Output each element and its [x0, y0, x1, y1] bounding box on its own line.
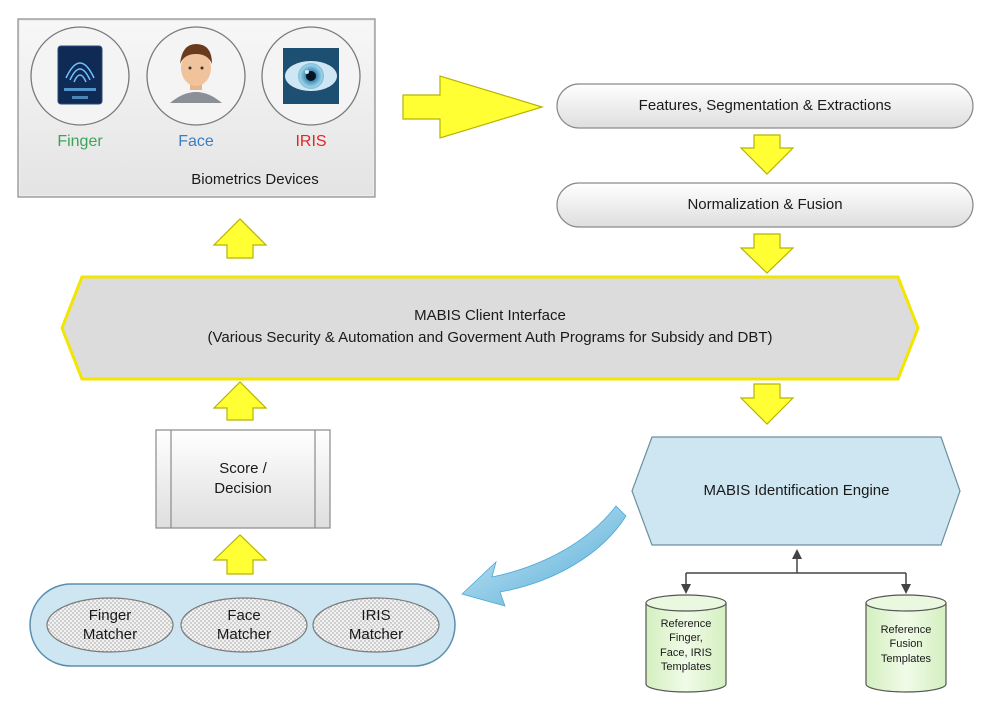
- finger-matcher-line-2: Matcher: [82, 625, 138, 643]
- score-decision-line-1: Score /: [219, 460, 267, 477]
- score-decision-label: Score / Decision: [171, 459, 315, 500]
- engine-database-connector: [681, 549, 911, 594]
- iris-device-label: IRIS: [295, 133, 327, 150]
- face-device-label: Face: [178, 133, 214, 150]
- normalization-step-box: [556, 182, 974, 228]
- db2-line-3: Templates: [880, 652, 932, 665]
- score-decision-box: [155, 429, 331, 529]
- fusion-templates-db: [865, 594, 947, 693]
- iris-matcher-line-1: IRIS: [361, 607, 391, 624]
- arrow-matchers-to-score: [212, 534, 268, 575]
- finger-device-label: Finger: [57, 133, 103, 150]
- face-matcher-line-1: Face: [227, 607, 261, 624]
- client-interface-banner: [60, 275, 920, 381]
- db1-line-2: Finger,: [669, 632, 703, 645]
- features-step-box: [556, 83, 974, 129]
- finger-matcher-line-1: Finger: [88, 607, 132, 624]
- arrow-client-to-devices: [212, 218, 268, 259]
- finger-face-iris-templates-label: Reference Finger, Face, IRIS Templates: [646, 617, 726, 674]
- finger-matcher-label: Finger Matcher: [60, 607, 160, 645]
- face-matcher-line-2: Matcher: [216, 625, 272, 643]
- identification-engine-label: MABIS Identification Engine: [703, 481, 890, 499]
- client-interface-subtitle: (Various Security & Automation and Gover…: [207, 329, 773, 346]
- iris-matcher-node: [312, 597, 440, 653]
- iris-matcher-label: IRIS Matcher: [326, 607, 426, 645]
- features-step-label: Features, Segmentation & Extractions: [638, 96, 892, 114]
- arrow-score-to-client: [212, 381, 268, 421]
- db2-line-1: Reference: [880, 624, 932, 636]
- biometrics-devices-label: Biometrics Devices: [191, 171, 319, 188]
- score-decision-line-2: Decision: [214, 480, 272, 498]
- arrow-client-to-engine: [739, 383, 795, 425]
- db1-line-1: Reference: [660, 618, 712, 630]
- iris-matcher-line-2: Matcher: [348, 625, 404, 643]
- arrow-engine-to-matchers: [461, 505, 627, 607]
- identification-engine-box: [631, 436, 961, 546]
- db1-line-3: Face, IRIS: [660, 646, 712, 659]
- client-interface-title: MABIS Client Interface: [414, 307, 566, 324]
- finger-matcher-node: [46, 597, 174, 653]
- db1-line-4: Templates: [660, 660, 712, 673]
- arrow-features-to-normalization: [739, 134, 795, 175]
- normalization-step-label: Normalization & Fusion: [687, 195, 843, 213]
- finger-device-icon: [30, 26, 130, 126]
- face-matcher-node: [180, 597, 308, 653]
- arrow-normalization-to-client: [739, 233, 795, 274]
- face-device-icon: [146, 26, 246, 126]
- iris-device-icon: [261, 26, 361, 126]
- arrow-devices-to-features: [402, 75, 545, 139]
- fusion-templates-label: Reference Fusion Templates: [866, 623, 946, 666]
- db2-line-2: Fusion: [889, 638, 923, 651]
- face-matcher-label: Face Matcher: [194, 607, 294, 645]
- finger-face-iris-templates-db: [645, 594, 727, 693]
